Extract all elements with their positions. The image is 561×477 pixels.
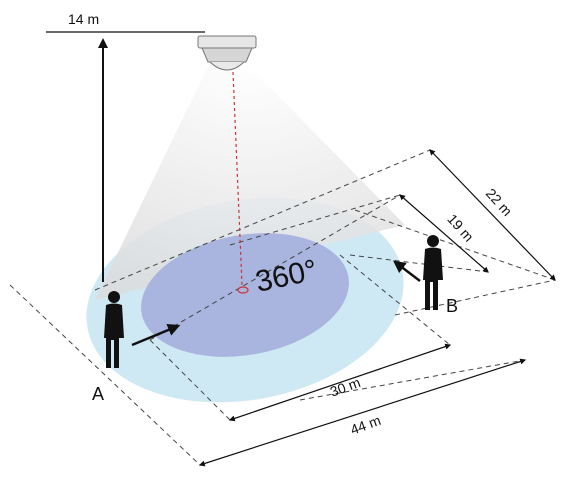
outer-depth-label: 22 m	[483, 185, 516, 219]
depth-dimensions	[399, 149, 556, 281]
inner-detection-zone	[141, 233, 349, 357]
person-a-label: A	[92, 384, 104, 404]
person-b-arrow-icon	[393, 260, 421, 282]
height-indicator: 14 m	[46, 11, 205, 282]
person-a-icon	[104, 291, 124, 368]
detection-cone	[95, 62, 405, 300]
person-a-arrow-icon	[131, 324, 181, 347]
person-b-label: B	[446, 296, 458, 316]
inner-depth-label: 19 m	[444, 211, 477, 245]
ceiling-sensor-icon	[197, 35, 257, 71]
center-marker	[237, 286, 249, 294]
width-dimensions	[198, 343, 527, 467]
inner-width-label: 30 m	[328, 374, 363, 400]
height-label: 14 m	[68, 11, 99, 27]
person-b-icon	[423, 235, 443, 310]
